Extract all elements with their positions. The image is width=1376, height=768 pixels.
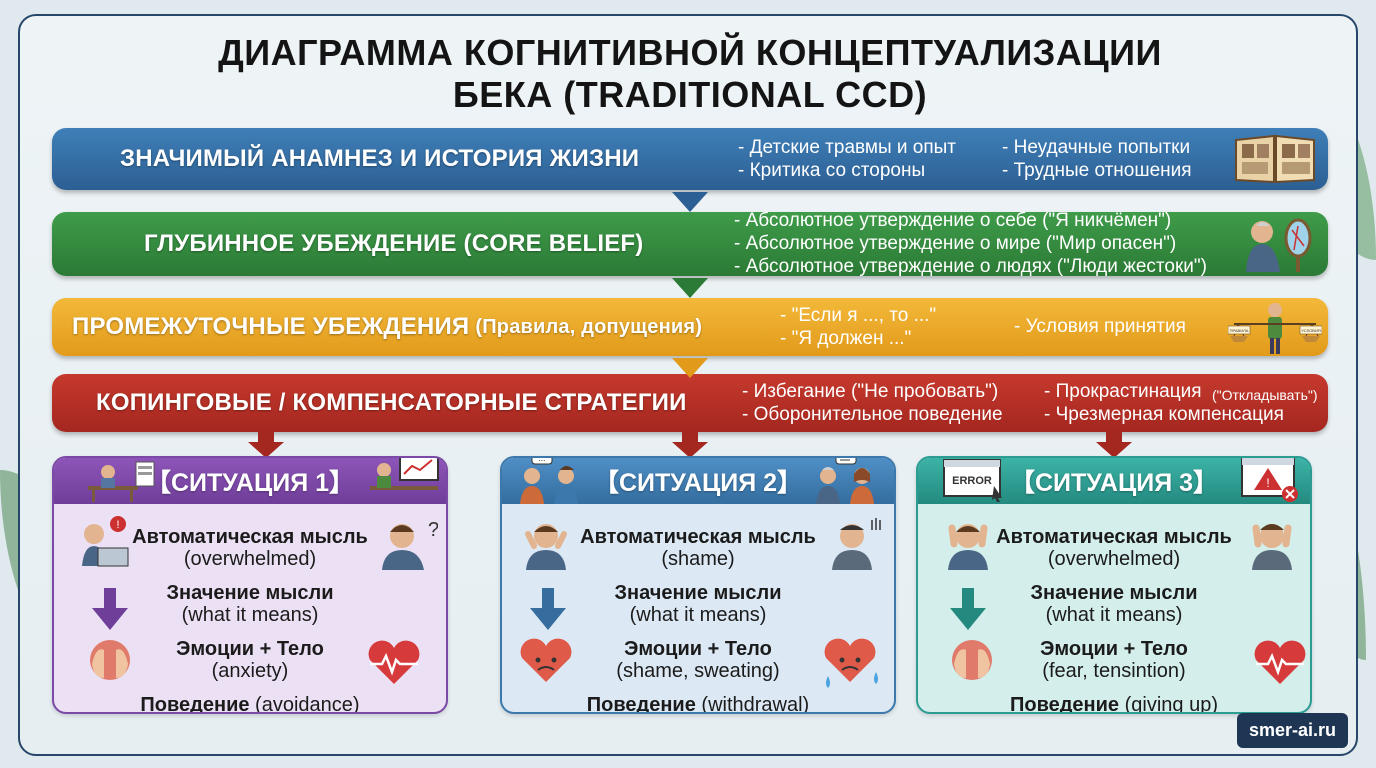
level-core-belief: ГЛУБИННОЕ УБЕЖДЕНИЕ (CORE BELIEF) - Абсо… [52, 210, 1328, 277]
level-item: - Абсолютное утверждение о мире ("Мир оп… [734, 233, 1177, 254]
level-title: ЗНАЧИМЫЙ АНАМНЕЗ И ИСТОРИЯ ЖИЗНИ [120, 145, 640, 172]
automatic-thought: Автоматическая мысль(shame) [580, 526, 816, 570]
sign-left-text: ПРАВИЛА [1230, 328, 1249, 333]
overwhelmed-person-icon [938, 514, 998, 575]
purple-down-arrow-icon [92, 588, 128, 635]
error-window-icon: ERROR [942, 458, 1006, 507]
emotion-body: Эмоции + Тело(fear, tensintion) [1040, 638, 1188, 682]
heartbeat-icon [364, 638, 424, 693]
level-item: - "Если я ..., то ..." [780, 305, 937, 326]
svg-text:!: ! [116, 519, 119, 531]
level-item: - Детские травмы и опыт [738, 137, 956, 158]
down-arrow-icon [672, 278, 708, 298]
mirror-person-icon [1242, 214, 1318, 274]
error-window-text: ERROR [952, 475, 992, 487]
teal-down-arrow-icon [950, 588, 986, 635]
diagram-frame: ДИАГРАММА КОГНИТИВНОЙ КОНЦЕПТУАЛИЗАЦИИ Б… [18, 14, 1358, 756]
stressed-person-icon [1244, 514, 1304, 575]
down-arrow-icon [672, 442, 708, 458]
svg-text:?: ? [428, 519, 438, 541]
level-item: - Условия принятия [1014, 316, 1186, 337]
level-coping-strategies: КОПИНГОВЫЕ / КОМПЕНСАТОРНЫЕ СТРАТЕГИИ - … [52, 374, 1328, 432]
level-title: ПРОМЕЖУТОЧНЫЕ УБЕЖДЕНИЯ(Правила, допущен… [72, 313, 703, 340]
confused-person-icon: ? [374, 514, 439, 575]
level-item: - Оборонительное поведение [742, 404, 1003, 425]
level-item: - Неудачные попытки [1002, 137, 1191, 158]
emotion-body: Эмоции + Тело(anxiety) [176, 638, 324, 682]
thought-meaning: Значение мысли(what it means) [166, 582, 334, 626]
photo-album-icon [1232, 132, 1318, 186]
level-item: - Критика со стороны [738, 160, 926, 181]
situation-card-3: 【СИТУАЦИЯ 3】 ERROR ! Автоматическая мысл… [916, 456, 1312, 714]
ashamed-person-icon [516, 514, 576, 575]
arrow-stem [1106, 432, 1122, 444]
level-title: КОПИНГОВЫЕ / КОМПЕНСАТОРНЫЕ СТРАТЕГИИ [96, 389, 687, 416]
face-in-hands-icon [944, 634, 1000, 693]
two-people-talking-icon: ... [516, 456, 586, 509]
svg-text:!: ! [1266, 476, 1269, 490]
level-intermediate-beliefs: ПРОМЕЖУТОЧНЫЕ УБЕЖДЕНИЯ(Правила, допущен… [52, 298, 1328, 356]
thought-meaning: Значение мысли(what it means) [1030, 582, 1198, 626]
sweating-heart-icon [822, 636, 882, 697]
face-in-hands-icon [82, 634, 138, 693]
level-item: - Чрезмерная компенсация [1044, 404, 1284, 425]
behavior: Поведение (giving up) [1009, 694, 1218, 714]
level-item: - Абсолютное утверждение о людях ("Люди … [734, 256, 1207, 277]
thought-meaning: Значение мысли(what it means) [614, 582, 782, 626]
overwhelmed-laptop-person-icon: ! [68, 514, 132, 575]
arrow-stem [682, 432, 698, 444]
level-title: ГЛУБИННОЕ УБЕЖДЕНИЕ (CORE BELIEF) [144, 230, 644, 257]
level-item: - Избегание ("Не пробовать") [742, 381, 999, 402]
level-item: - Трудные отношения [1002, 160, 1192, 181]
stressed-desk-icon [84, 458, 158, 509]
brand-watermark: smer-ai.ru [1236, 713, 1348, 748]
behavior: Поведение (avoidance) [140, 694, 360, 714]
level-item: - "Я должен ..." [780, 328, 912, 349]
sad-heart-icon [518, 636, 574, 691]
computer-desk-icon [366, 458, 442, 507]
automatic-thought: Автоматическая мысль(overwhelmed) [132, 526, 368, 570]
emotion-body: Эмоции + Тело(shame, sweating) [616, 638, 780, 682]
down-arrow-icon [1096, 442, 1132, 458]
down-arrow-icon [672, 358, 708, 378]
two-people-icon [810, 458, 884, 509]
blue-down-arrow-icon [530, 588, 566, 635]
level-item: - Прокрастинация [1044, 381, 1202, 402]
sign-right-text: УСЛОВИЯ [1301, 328, 1321, 333]
situation-card-1: 【СИТУАЦИЯ 1】 ! ? Автоматическая мысль(ov… [52, 456, 448, 714]
balance-scale-person-icon: ПРАВИЛА УСЛОВИЯ [1228, 300, 1322, 356]
diagram-title: ДИАГРАММА КОГНИТИВНОЙ КОНЦЕПТУАЛИЗАЦИИ Б… [218, 32, 1162, 115]
level-item: ("Откладывать") [1212, 387, 1318, 403]
warning-window-icon: ! [1240, 458, 1302, 509]
automatic-thought: Автоматическая мысль(overwhelmed) [996, 526, 1232, 570]
behavior: Поведение (withdrawal) [586, 694, 810, 714]
arrow-stem [258, 432, 274, 444]
heartbeat-icon [1250, 638, 1310, 693]
svg-text:...: ... [539, 456, 546, 463]
down-arrow-icon [672, 192, 708, 212]
down-arrow-icon [248, 442, 284, 458]
level-item: - Абсолютное утверждение о себе ("Я никч… [734, 210, 1172, 231]
embarrassed-person-icon [824, 514, 884, 575]
situation-card-2: 【СИТУАЦИЯ 2】 ... Автоматическая мысль(sh… [500, 456, 896, 714]
level-history: ЗНАЧИМЫЙ АНАМНЕЗ И ИСТОРИЯ ЖИЗНИ - Детск… [52, 128, 1328, 190]
